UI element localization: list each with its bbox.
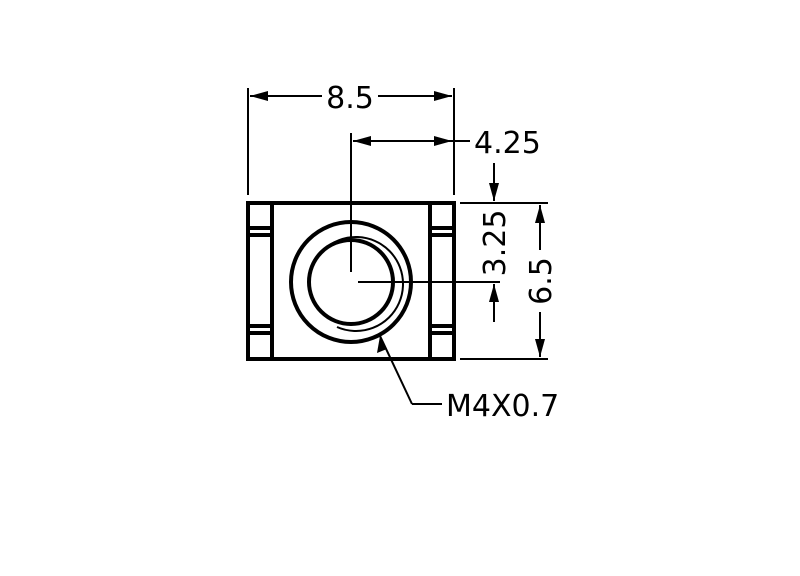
- width-dimension-label: 8.5: [326, 81, 374, 116]
- arrowhead-center-y-bottom: [489, 284, 499, 302]
- thread-arc: [312, 236, 404, 332]
- arrowhead-height-top: [535, 205, 545, 223]
- arrowhead-right: [434, 91, 452, 101]
- arrowhead-left: [250, 91, 268, 101]
- arrowhead-center-left: [353, 136, 371, 146]
- arrowhead-center-right: [434, 136, 452, 146]
- thread-callout-label: M4X0.7: [446, 389, 559, 424]
- dimension-center-x: 4.25: [350, 126, 541, 272]
- dimension-center-y: 3.25: [478, 163, 513, 322]
- arrowhead-height-bottom: [535, 339, 545, 357]
- dimension-height: 6.5: [524, 205, 559, 357]
- center-x-dimension-label: 4.25: [474, 126, 541, 161]
- thread-callout: M4X0.7: [377, 335, 559, 424]
- height-dimension-label: 6.5: [524, 257, 559, 305]
- leader-arrowhead: [377, 336, 387, 353]
- arrowhead-center-y-top: [489, 183, 499, 201]
- center-y-dimension-label: 3.25: [478, 210, 513, 277]
